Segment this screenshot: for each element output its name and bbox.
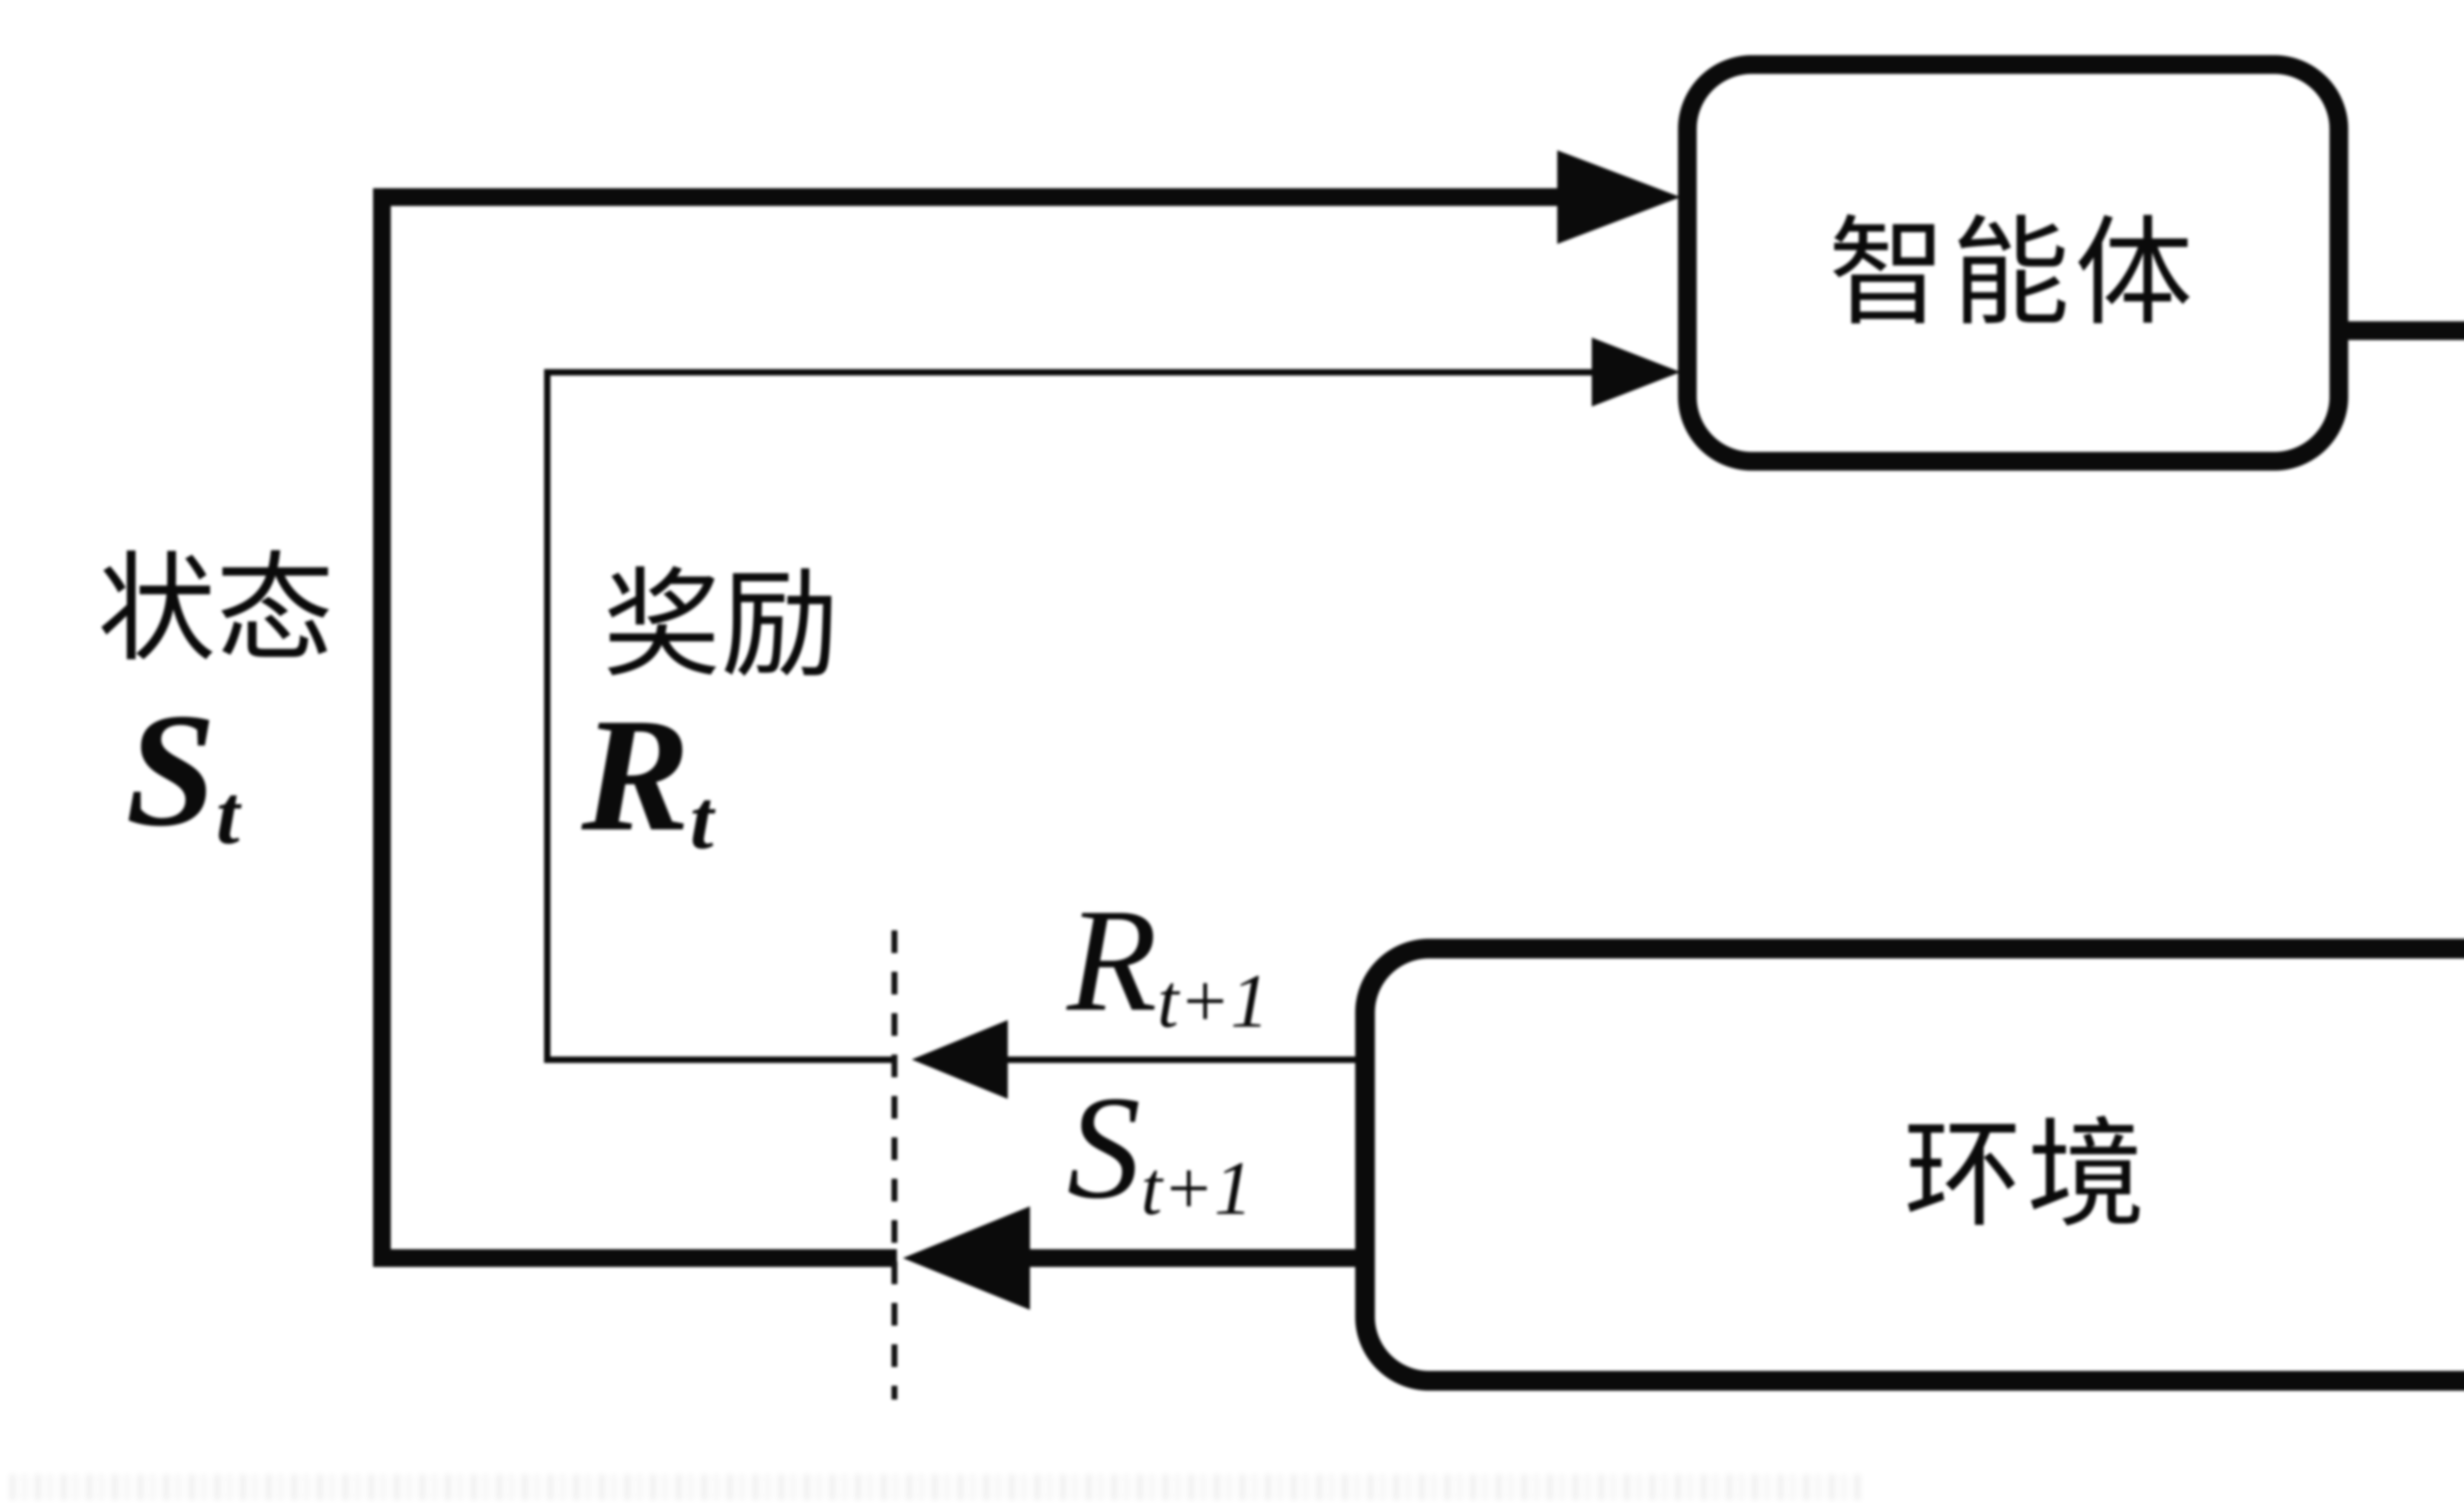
time-step-boundary-dashed-line: [891, 930, 897, 1400]
agent-box-label: 智能体: [1828, 208, 2198, 340]
environment-box: 环境: [1355, 939, 2464, 1391]
next-state-arrowhead-at-boundary-icon: [903, 1206, 1030, 1310]
state-line-vertical: [373, 188, 391, 1267]
state-symbol-base: S: [126, 680, 216, 860]
action-line-top-horizontal: [2336, 321, 2464, 340]
cropped-caption-artifact: [10, 1474, 1863, 1500]
reward-arrowhead-into-agent-icon: [1592, 338, 1680, 407]
next-state-symbol-subscript: t+1: [1141, 1145, 1253, 1231]
next-reward-arrowhead-at-boundary-icon: [912, 1020, 1008, 1099]
next-reward-symbol-subscript: t+1: [1157, 958, 1269, 1044]
environment-box-label: 环境: [1903, 1110, 2150, 1241]
reward-symbol-base: R: [582, 685, 690, 865]
next-reward-symbol-base: R: [1067, 878, 1158, 1042]
next-state-symbol-base: S: [1067, 1065, 1141, 1229]
reward-line-bottom-left-segment: [544, 1057, 896, 1063]
reward-line-vertical: [544, 369, 550, 1063]
state-line-bottom-right-segment: [1025, 1249, 1370, 1267]
state-line-bottom-left-segment: [373, 1249, 897, 1267]
reward-symbol: Rt: [582, 694, 714, 862]
state-label: 状态: [98, 545, 335, 676]
reward-label: 奖励: [603, 560, 840, 691]
state-arrowhead-into-agent-icon: [1557, 150, 1680, 244]
state-line-top-horizontal: [373, 188, 1567, 206]
reward-symbol-subscript: t: [690, 773, 714, 867]
agent-box: 智能体: [1678, 55, 2348, 471]
next-reward-symbol: Rt+1: [1067, 886, 1269, 1039]
next-state-symbol: St+1: [1067, 1073, 1253, 1227]
state-symbol: St: [126, 689, 240, 857]
reward-line-top-horizontal: [544, 369, 1599, 376]
state-symbol-subscript: t: [216, 768, 240, 862]
reward-line-bottom-right-segment: [1003, 1057, 1370, 1063]
